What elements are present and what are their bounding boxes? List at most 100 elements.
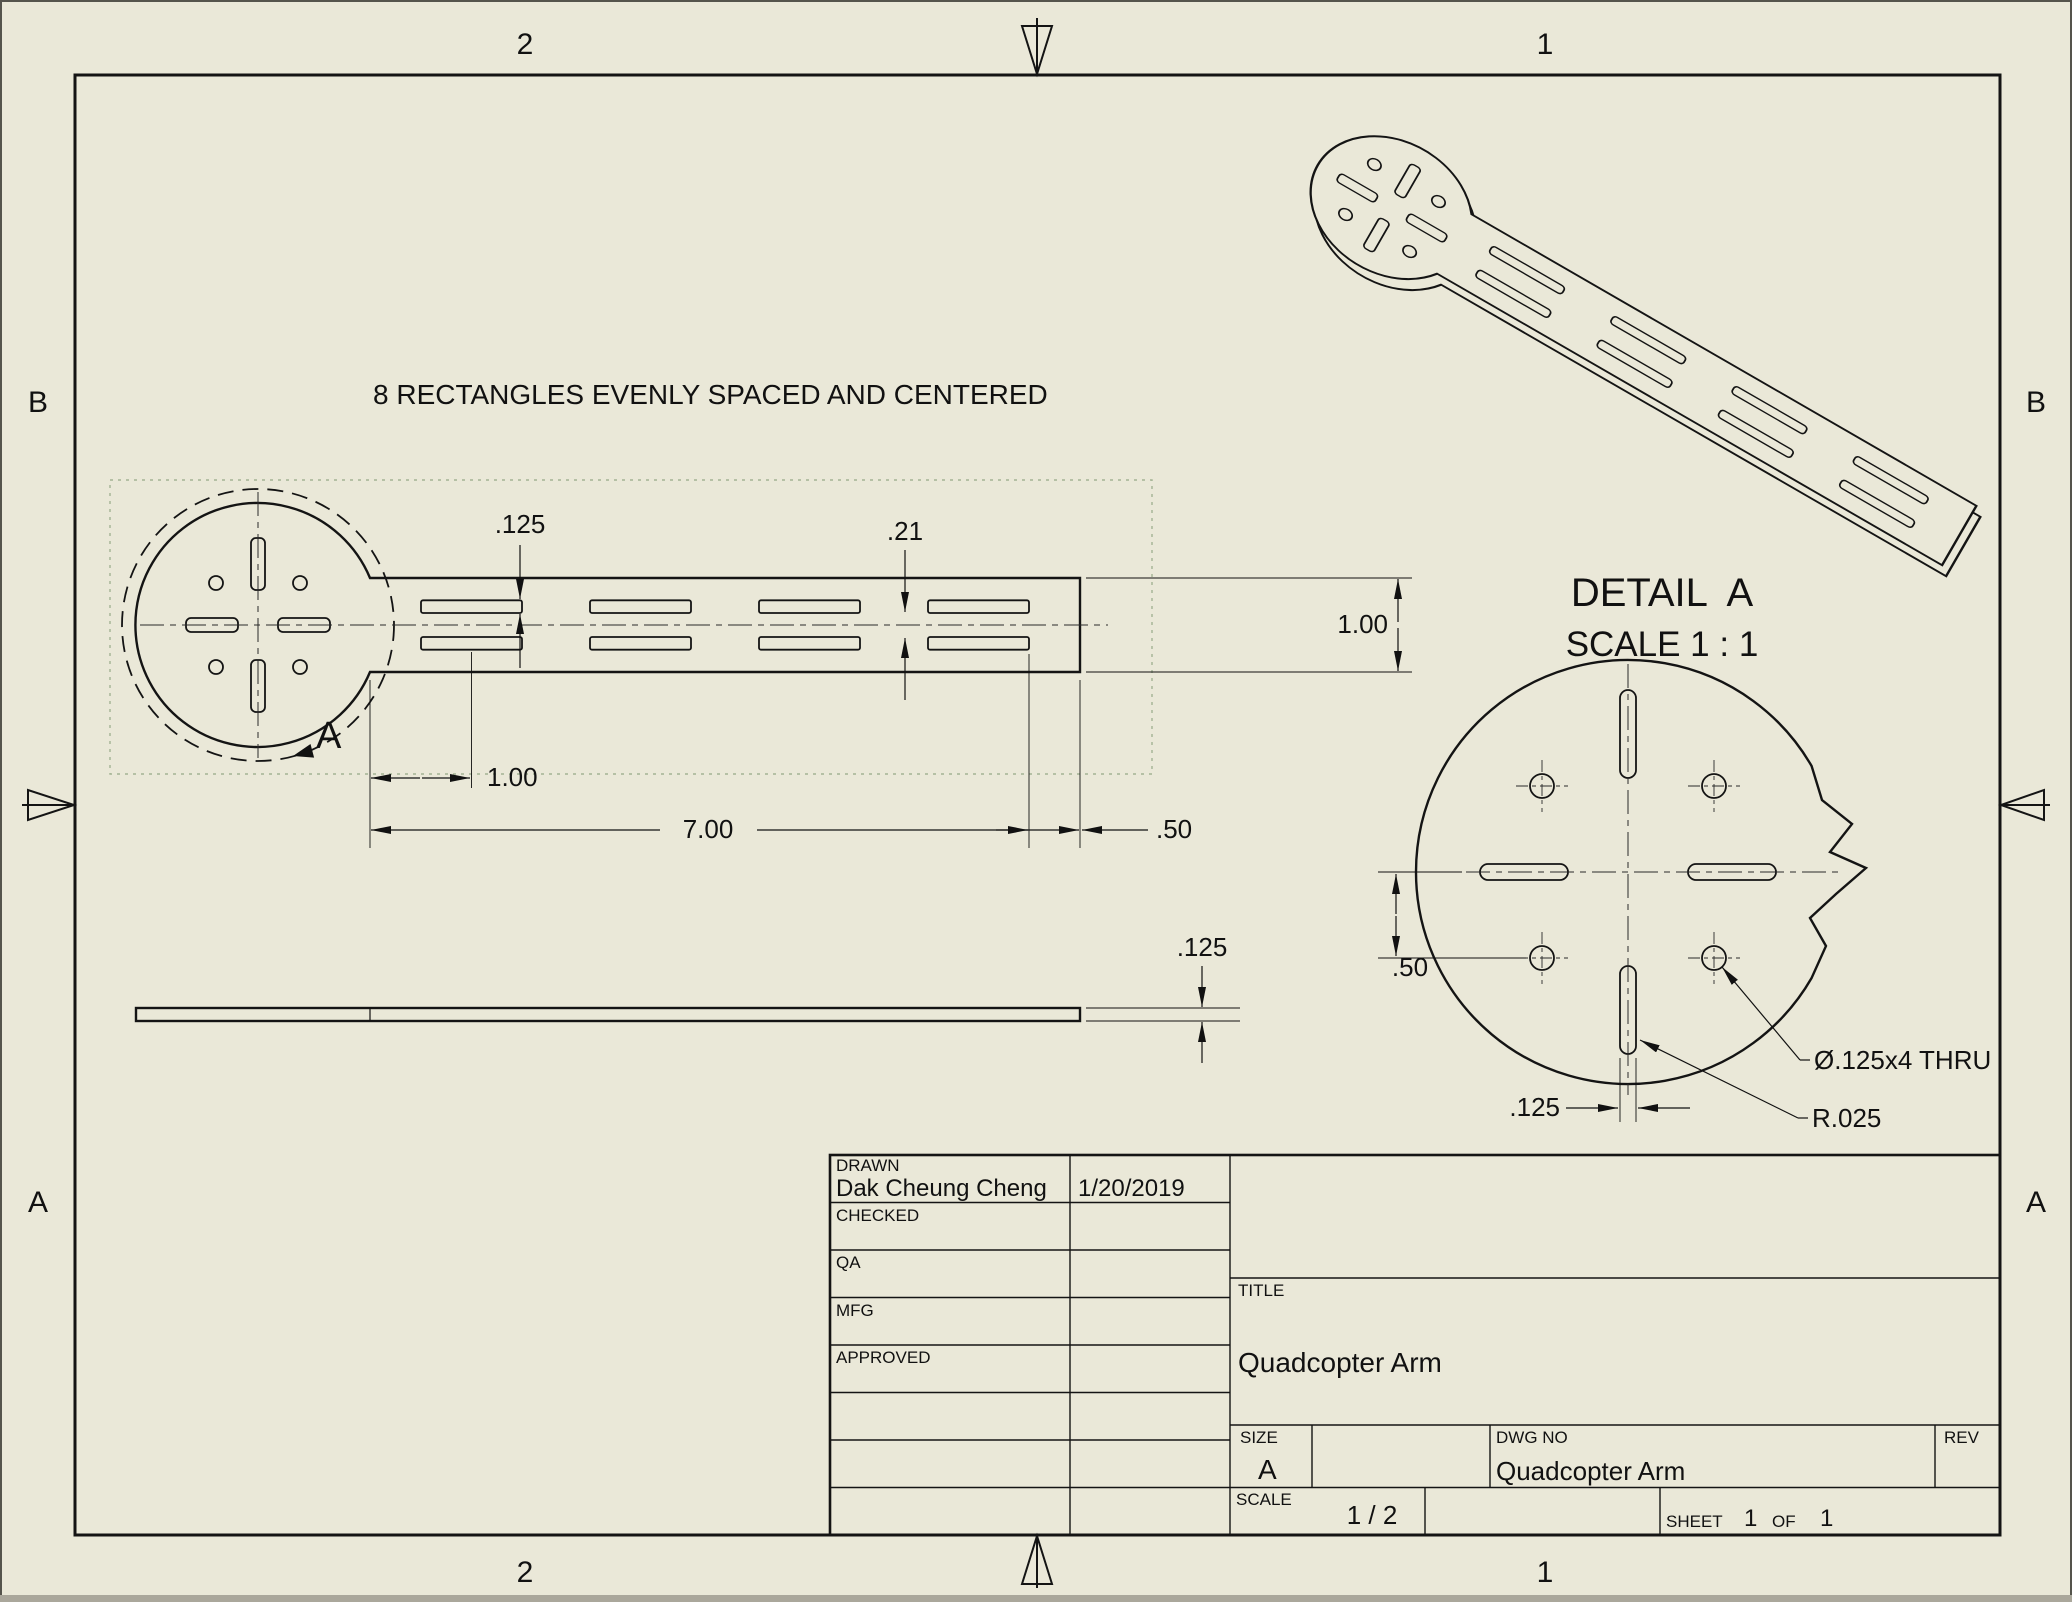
drawn-label: DRAWN (836, 1156, 900, 1175)
dwg-no-label: DWG NO (1496, 1428, 1568, 1447)
dimension-text: .50 (1392, 952, 1428, 982)
leader-line (1721, 966, 1801, 1061)
dimension-text: 1.00 (487, 762, 538, 792)
slot (420, 599, 523, 614)
hole-centerlines (1516, 760, 1740, 984)
center-mark-right (1997, 788, 2050, 822)
size-value: A (1258, 1454, 1277, 1485)
dimension-text: .21 (887, 516, 923, 546)
sheet-label: SHEET (1666, 1512, 1723, 1531)
title-value: Quadcopter Arm (1238, 1347, 1442, 1378)
hole (208, 659, 224, 675)
leader-line (1639, 1039, 1799, 1119)
dim-row-gap: .21 (887, 516, 923, 700)
center-mark-bottom (1020, 1532, 1054, 1588)
center-mark-top (1020, 18, 1054, 78)
zone-label-left-bottom: A (28, 1186, 48, 1219)
dim-length: 7.00 (369, 680, 1081, 848)
scale-label: SCALE (1236, 1490, 1292, 1509)
zone-label-bottom-right: 1 (1537, 1556, 1554, 1589)
side-view: .125 (134, 932, 1240, 1063)
hole-callout-text: Ø.125x4 THRU (1814, 1045, 1991, 1075)
dimension-text: 1.00 (1337, 609, 1388, 639)
slot (1488, 246, 1566, 295)
radius-callout: R.025 (1639, 1039, 1881, 1133)
rev-label: REV (1944, 1428, 1980, 1447)
isometric-view (1309, 135, 1982, 578)
view-selection-box (109, 479, 1153, 775)
side-outline (134, 1006, 1082, 1023)
dimension-text: .125 (1509, 1092, 1560, 1122)
hole (208, 575, 224, 591)
dimension-text: .50 (1156, 814, 1192, 844)
page-bottom-strip (0, 1595, 2072, 1602)
drawing-note: 8 RECTANGLES EVENLY SPACED AND CENTERED (373, 379, 1048, 410)
of-label: OF (1772, 1512, 1796, 1531)
zone-label-right-bottom: A (2026, 1186, 2046, 1219)
zone-label-top-left: 2 (517, 28, 534, 61)
hole (1402, 244, 1418, 259)
drawn-name: Dak Cheung Cheng (836, 1175, 1047, 1202)
hole-callout: Ø.125x4 THRU (1721, 966, 1991, 1075)
zone-label-right-top: B (2026, 386, 2046, 419)
title-label: TITLE (1238, 1281, 1284, 1300)
hole (1430, 194, 1446, 209)
detail-title: DETAIL A (1571, 571, 1754, 615)
slot (1362, 217, 1390, 253)
mfg-label: MFG (836, 1301, 874, 1320)
slot (1475, 269, 1552, 318)
detail-arrowhead (293, 744, 315, 758)
radius-callout-text: R.025 (1812, 1103, 1881, 1133)
dim-slot-width: .125 (1509, 1058, 1690, 1122)
sheet-total: 1 (1820, 1505, 1833, 1532)
drawn-date: 1/20/2019 (1078, 1175, 1185, 1202)
title-block: DRAWN Dak Cheung Cheng 1/20/2019 CHECKED… (828, 1153, 2002, 1537)
slot (1596, 339, 1673, 388)
sheet-number: 1 (1744, 1505, 1757, 1532)
detail-callout: A (293, 715, 342, 758)
hole (1366, 157, 1382, 172)
slot (1336, 173, 1379, 203)
scale-value: 1 / 2 (1347, 1500, 1398, 1530)
dim-end-gap: .50 (996, 654, 1192, 848)
dim-slot-height: .125 (495, 509, 546, 668)
front-view: A .125 .21 1.00 7.00 (109, 479, 1412, 848)
center-mark-left (22, 788, 78, 822)
qa-label: QA (836, 1253, 861, 1272)
slot (758, 599, 861, 614)
slot (1394, 163, 1422, 199)
hole (292, 659, 308, 675)
detail-view: DETAIL A SCALE 1 : 1 .50 (1378, 571, 1991, 1133)
slot (1731, 386, 1808, 435)
slot (420, 636, 523, 651)
slot (1717, 409, 1794, 458)
dimension-text: .125 (1177, 932, 1228, 962)
dim-arm-width: 1.00 (1086, 577, 1412, 673)
slot (589, 636, 692, 651)
dim-first-slot: 1.00 (371, 652, 538, 792)
iso-outline-top (1309, 135, 1978, 567)
dim-hole-offset: .50 (1378, 871, 1526, 982)
dimension-text: .125 (495, 509, 546, 539)
zone-label-left-top: B (28, 386, 48, 419)
slot (927, 636, 1030, 651)
slot (1852, 456, 1929, 505)
zone-label-top-right: 1 (1537, 28, 1554, 61)
detail-scale: SCALE 1 : 1 (1566, 625, 1759, 664)
slot (1610, 316, 1687, 365)
dwg-no-value: Quadcopter Arm (1496, 1456, 1685, 1486)
slot (1838, 479, 1916, 528)
zone-label-bottom-left: 2 (517, 1556, 534, 1589)
iso-top-face (1309, 135, 1978, 567)
checked-label: CHECKED (836, 1206, 919, 1225)
approved-label: APPROVED (836, 1348, 930, 1367)
slot (1405, 213, 1448, 243)
slot (758, 636, 861, 651)
detail-callout-label: A (316, 715, 342, 757)
slot (927, 599, 1030, 614)
size-label: SIZE (1240, 1428, 1278, 1447)
dimension-text: 7.00 (683, 814, 734, 844)
slot (589, 599, 692, 614)
